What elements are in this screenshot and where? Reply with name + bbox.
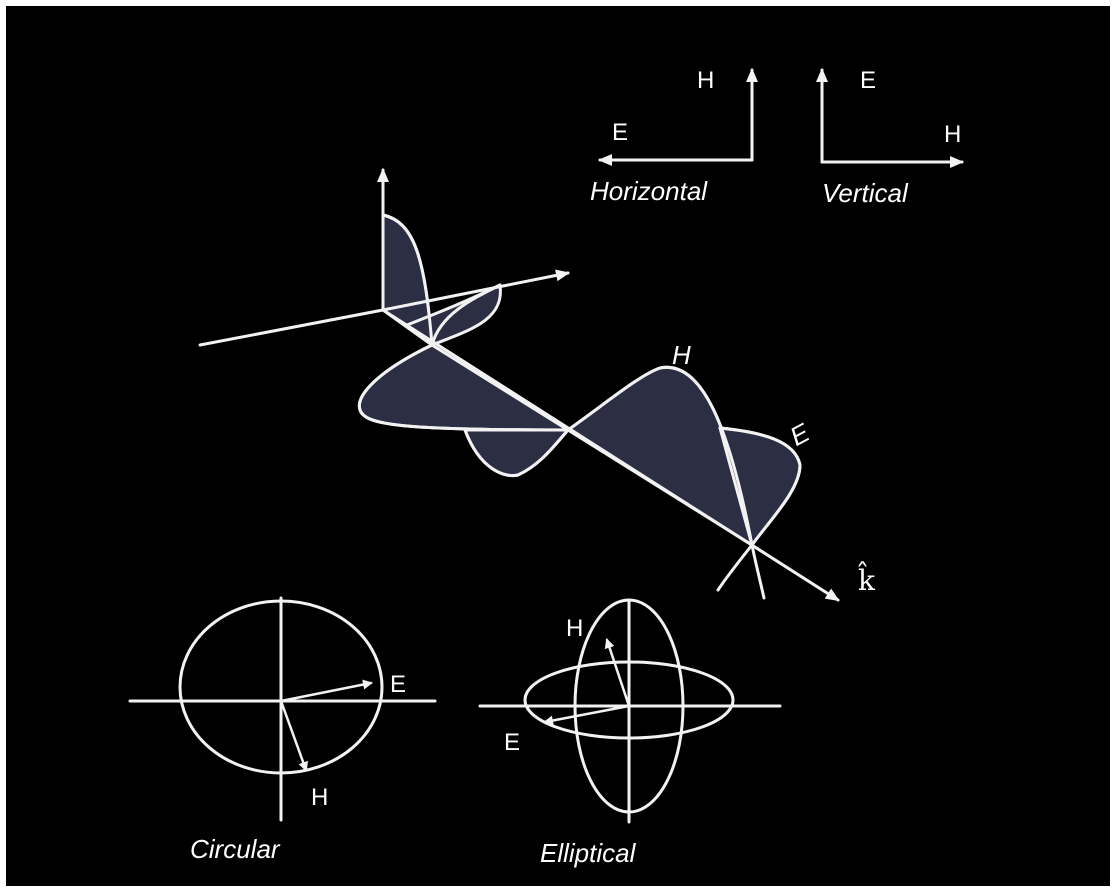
wave-lobes [357, 213, 802, 547]
wave-curve-e2 [463, 428, 570, 478]
circular-caption: Circular [190, 834, 281, 864]
elliptical-polarization [478, 598, 782, 824]
wave-curve-h1 [381, 213, 434, 347]
wave-axes [198, 168, 840, 602]
elliptical-wide-ellipse [523, 660, 735, 740]
wave-curve-e3 [718, 426, 802, 547]
wave-curve-h2 [357, 343, 570, 432]
wave-curves [357, 213, 802, 600]
vertical-e-label: E [860, 67, 876, 94]
elliptical-caption: Elliptical [540, 838, 637, 868]
propagation-axis-k [381, 308, 840, 602]
vertical-caption: Vertical [822, 178, 909, 208]
circular-h-vector [279, 699, 308, 772]
wave-tail-right [750, 543, 766, 600]
vertical-h-label: H [944, 121, 961, 148]
horizontal-caption: Horizontal [590, 176, 708, 206]
wave-transverse-arrow [381, 269, 570, 312]
wave-transverse-axis [198, 308, 385, 347]
circular-h-label: H [311, 784, 328, 811]
elliptical-e-label: E [504, 729, 520, 756]
horizontal-polarization-axes [598, 68, 758, 166]
diagram-frame [6, 6, 1110, 886]
circular-polarization [128, 596, 437, 822]
horizontal-e-label: E [612, 119, 628, 146]
wave-lobe-h2 [357, 343, 570, 432]
wave-lobe-e2 [463, 428, 570, 478]
horizontal-h-label: H [697, 67, 714, 94]
circular-e-vector [279, 679, 373, 703]
wave-h-label: H [672, 340, 691, 370]
circular-ellipse [178, 599, 384, 775]
elliptical-tall-ellipse [573, 598, 685, 814]
wave-curve-e1 [430, 283, 502, 347]
wave-curve-h3 [566, 365, 754, 547]
wave-tail-left [716, 543, 754, 592]
vertical-polarization-axes [816, 68, 964, 168]
elliptical-h-vector [604, 638, 631, 708]
k-hat-label: k̂ [857, 562, 876, 597]
elliptical-h-label: H [566, 615, 583, 642]
wave-lobe-h3 [566, 365, 754, 547]
elliptical-e-vector [543, 704, 631, 726]
circular-e-label: E [390, 671, 406, 698]
